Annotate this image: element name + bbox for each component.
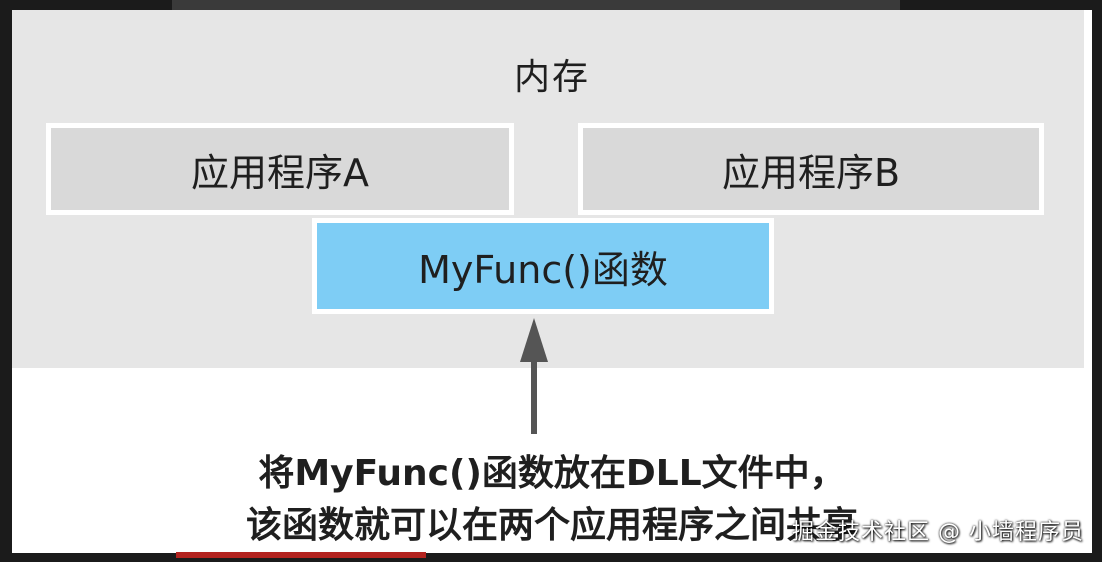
caption: 将MyFunc()函数放在DLL文件中， 该函数就可以在两个应用程序之间共享 [12, 448, 1092, 552]
bottom-accent-bar [176, 552, 426, 558]
application-b-box: 应用程序B [578, 123, 1044, 215]
application-b-label: 应用程序B [721, 150, 901, 195]
up-arrow-icon [520, 318, 548, 434]
arrow-shaft [531, 360, 537, 434]
myfunc-box: MyFunc()函数 [312, 218, 774, 314]
arrow-head [520, 318, 548, 362]
diagram-slide: 内存 应用程序A 应用程序B MyFunc()函数 将MyFunc()函数放在D… [12, 10, 1092, 553]
caption-line-2: 该函数就可以在两个应用程序之间共享 [245, 505, 858, 546]
watermark: 掘金技术社区 @ 小墙程序员 [792, 520, 1084, 545]
application-a-box: 应用程序A [46, 123, 514, 215]
memory-title: 内存 [513, 57, 590, 98]
top-strip [172, 0, 900, 10]
myfunc-label: MyFunc()函数 [418, 247, 668, 292]
caption-line-1: 将MyFunc()函数放在DLL文件中， [258, 453, 846, 494]
application-a-label: 应用程序A [191, 150, 369, 195]
